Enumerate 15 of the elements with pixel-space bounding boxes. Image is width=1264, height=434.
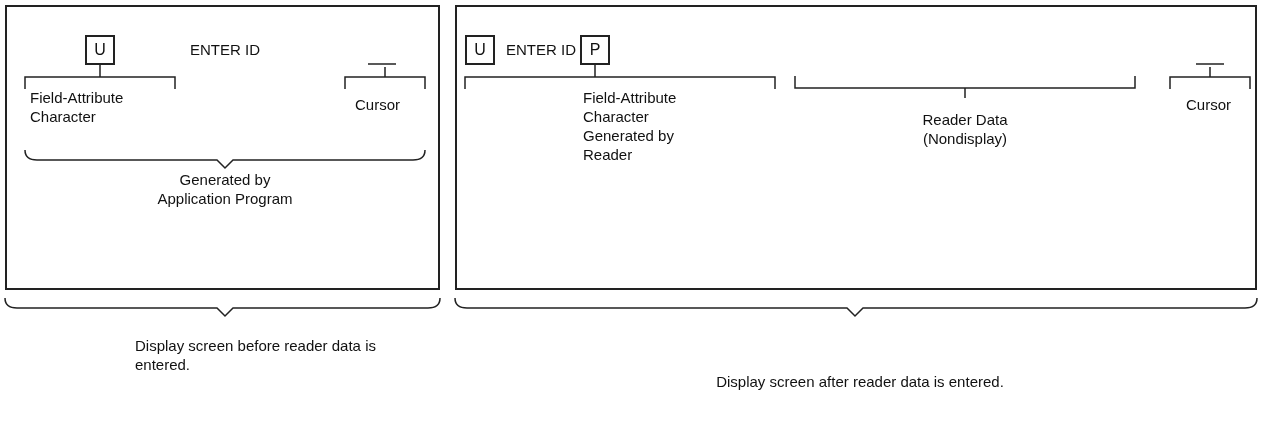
display-screen [455, 5, 1257, 290]
character-box: P [580, 35, 610, 65]
bracket-label: Generated by Application Program [156, 170, 294, 208]
character-box: U [465, 35, 495, 65]
character-box: U [85, 35, 115, 65]
display-screen [5, 5, 440, 290]
caption: Display screen after reader data is entered. [715, 372, 1005, 391]
caption: Display screen before reader data is entered. [135, 336, 377, 374]
bracket-label: Reader Data (Nondisplay) [921, 110, 1009, 148]
bracket-label: Cursor [355, 95, 401, 114]
bracket-label: Field-Attribute Character Generated by Reader [583, 88, 678, 164]
prompt-text: ENTER ID [190, 40, 261, 59]
bracket-label: Field-Attribute Character [30, 88, 125, 126]
prompt-text: ENTER ID [506, 40, 576, 59]
bracket-label: Cursor [1186, 95, 1232, 114]
